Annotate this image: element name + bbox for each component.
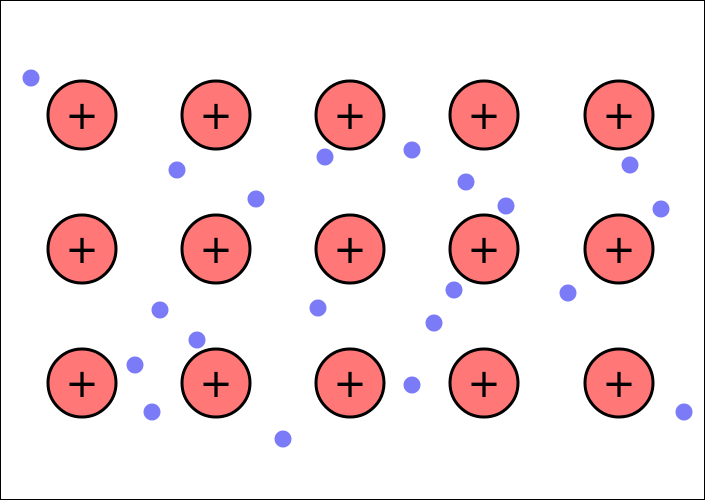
ion-circle: [448, 347, 520, 419]
positive-ion: +: [180, 347, 252, 419]
ion-circle: [583, 347, 655, 419]
free-electron: [559, 284, 577, 302]
free-electron: [22, 69, 40, 87]
positive-ion: +: [583, 213, 655, 285]
plus-sign: +: [467, 227, 501, 273]
free-electron: [309, 299, 327, 317]
ion-circle: [46, 79, 118, 151]
ion-circle: [46, 347, 118, 419]
positive-ion: +: [46, 213, 118, 285]
plus-sign: +: [65, 361, 99, 407]
ion-circle: [314, 213, 386, 285]
free-electron: [247, 190, 265, 208]
ion-circle: [583, 213, 655, 285]
positive-ion: +: [180, 79, 252, 151]
free-electron: [457, 173, 475, 191]
electron-sea: [22, 69, 693, 448]
plus-sign: +: [602, 227, 636, 273]
free-electron: [151, 301, 169, 319]
positive-ion: +: [583, 79, 655, 151]
plus-sign: +: [602, 361, 636, 407]
positive-ion: +: [46, 79, 118, 151]
ion-circle: [180, 347, 252, 419]
plus-sign: +: [333, 361, 367, 407]
positive-ion: +: [180, 213, 252, 285]
plus-sign: +: [467, 361, 501, 407]
plus-sign: +: [467, 93, 501, 139]
free-electron: [425, 314, 443, 332]
free-electron: [143, 403, 161, 421]
free-electron: [403, 141, 421, 159]
ion-circle: [448, 213, 520, 285]
plus-sign: +: [199, 227, 233, 273]
positive-ion: +: [314, 213, 386, 285]
ion-lattice: + + + + + + + + + + + + + + +: [46, 79, 655, 419]
ion-circle: [314, 79, 386, 151]
positive-ion: +: [448, 79, 520, 151]
ion-circle: [583, 79, 655, 151]
ion-circle: [180, 79, 252, 151]
plus-sign: +: [65, 93, 99, 139]
positive-ion: +: [314, 347, 386, 419]
plus-sign: +: [199, 93, 233, 139]
ion-circle: [46, 213, 118, 285]
positive-ion: +: [448, 213, 520, 285]
plus-sign: +: [199, 361, 233, 407]
plus-sign: +: [602, 93, 636, 139]
plus-sign: +: [333, 227, 367, 273]
free-electron: [497, 197, 515, 215]
plus-sign: +: [65, 227, 99, 273]
free-electron: [675, 403, 693, 421]
free-electron: [621, 156, 639, 174]
ion-circle: [180, 213, 252, 285]
positive-ion: +: [448, 347, 520, 419]
positive-ion: +: [46, 347, 118, 419]
plus-sign: +: [333, 93, 367, 139]
free-electron: [445, 281, 463, 299]
free-electron: [274, 430, 292, 448]
ion-circle: [314, 347, 386, 419]
free-electron: [126, 356, 144, 374]
positive-ion: +: [583, 347, 655, 419]
free-electron: [188, 331, 206, 349]
ion-circle: [448, 79, 520, 151]
free-electron: [168, 161, 186, 179]
free-electron: [403, 376, 421, 394]
free-electron: [316, 148, 334, 166]
positive-ion: +: [314, 79, 386, 151]
free-electron: [652, 200, 670, 218]
